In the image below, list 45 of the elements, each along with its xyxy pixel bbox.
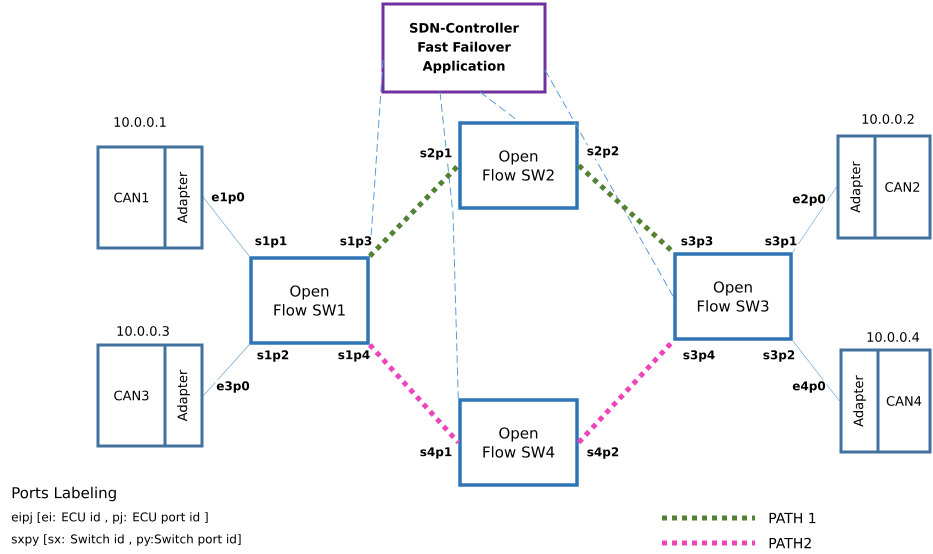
port-label: s3p4 xyxy=(682,349,716,363)
adapter-box: Adapter xyxy=(164,146,204,250)
path-link xyxy=(576,339,676,444)
switch-box: Open Flow SW3 xyxy=(673,252,793,341)
port-label: s1p3 xyxy=(338,235,374,249)
note: sxpy [sx: Switch id , py:Switch port id] xyxy=(12,534,241,546)
port-label: s3p2 xyxy=(762,349,796,363)
port-label: e2p0 xyxy=(791,193,827,207)
control-link xyxy=(480,92,519,122)
link-line xyxy=(792,186,837,253)
port-label: s1p4 xyxy=(336,349,372,363)
port-label: s2p1 xyxy=(418,147,454,161)
ip-address: 10.0.0.2 xyxy=(862,114,914,124)
adapter-box: Adapter xyxy=(836,134,877,240)
link-line xyxy=(203,344,250,396)
link-line xyxy=(203,197,250,257)
port-label: e4p0 xyxy=(791,380,827,394)
control-link xyxy=(544,70,674,297)
ip-address: 10.0.0.1 xyxy=(114,117,166,127)
legend-label: PATH 1 xyxy=(770,512,816,524)
port-label: s1p1 xyxy=(254,235,288,249)
port-label: s3p1 xyxy=(764,235,798,249)
switch-box: Open Flow SW1 xyxy=(249,256,370,345)
port-label: s1p2 xyxy=(256,349,290,363)
port-label: e3p0 xyxy=(215,380,251,394)
adapter-box: Adapter xyxy=(164,344,204,448)
controller-box: SDN-Controller Fast Failover Application xyxy=(382,2,546,94)
ip-address: 10.0.0.3 xyxy=(118,326,169,336)
path-link xyxy=(577,164,675,254)
port-label: s3p3 xyxy=(680,235,714,249)
switch-box: Open Flow SW2 xyxy=(458,121,579,210)
note: eipj [ei: ECU id , pj: ECU port id ] xyxy=(12,512,208,524)
adapter-box: Adapter xyxy=(840,348,880,454)
heading: Ports Labeling xyxy=(12,486,116,502)
link-line xyxy=(792,340,840,402)
port-label: e1p0 xyxy=(210,191,246,205)
ip-address: 10.0.0.4 xyxy=(868,332,920,342)
control-link xyxy=(440,92,459,399)
path-link xyxy=(368,343,460,444)
port-label: s4p1 xyxy=(418,446,454,460)
port-label: s4p2 xyxy=(586,446,620,460)
switch-box: Open Flow SW4 xyxy=(458,398,579,487)
path-link xyxy=(368,164,460,258)
legend-label: PATH2 xyxy=(770,538,811,548)
port-label: s2p2 xyxy=(586,145,620,159)
